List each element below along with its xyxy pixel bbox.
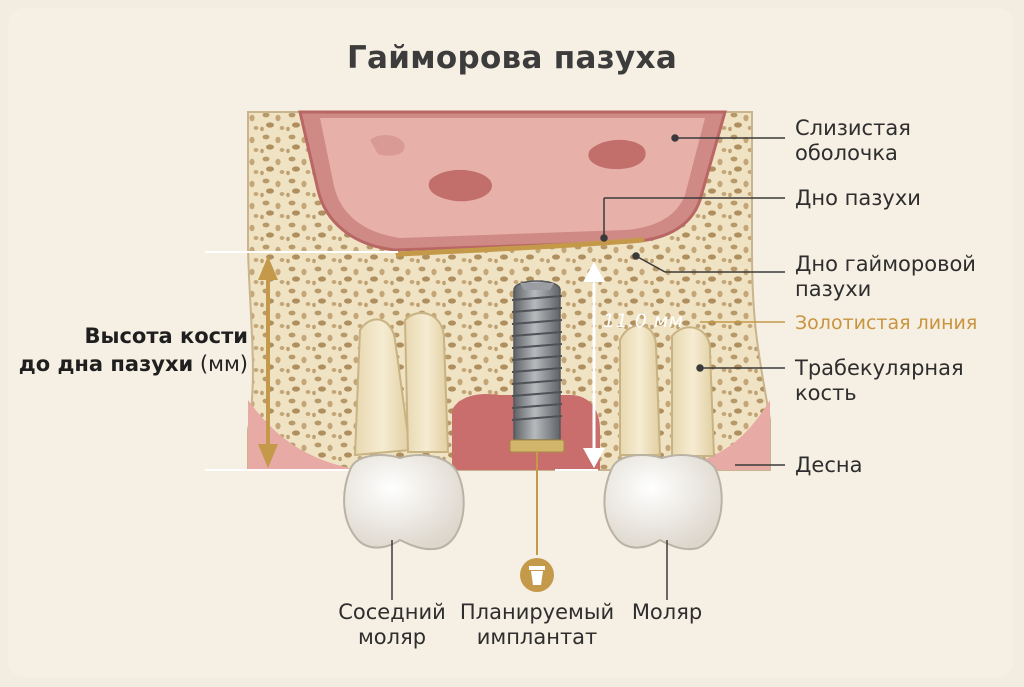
sinus-cavity [300, 112, 725, 250]
bone-height-unit: (мм) [193, 352, 248, 376]
label-sinus-floor: Дно пазухи [795, 186, 921, 211]
bone-height-label: Высота кости до дна пазухи (мм) [19, 322, 248, 378]
measurement-value: 11.0 мм [603, 310, 684, 332]
bone-height-line1: Высота кости [19, 322, 248, 350]
implant-screw [510, 281, 564, 452]
bone-height-line2: до дна пазухи [19, 352, 193, 376]
label-gum: Десна [795, 453, 862, 478]
label-gold-line: Золотистая линия [795, 311, 977, 336]
label-molar: Моляр [622, 600, 712, 625]
page-title: Гайморова пазуха [0, 40, 1024, 76]
implant-icon [520, 558, 554, 592]
